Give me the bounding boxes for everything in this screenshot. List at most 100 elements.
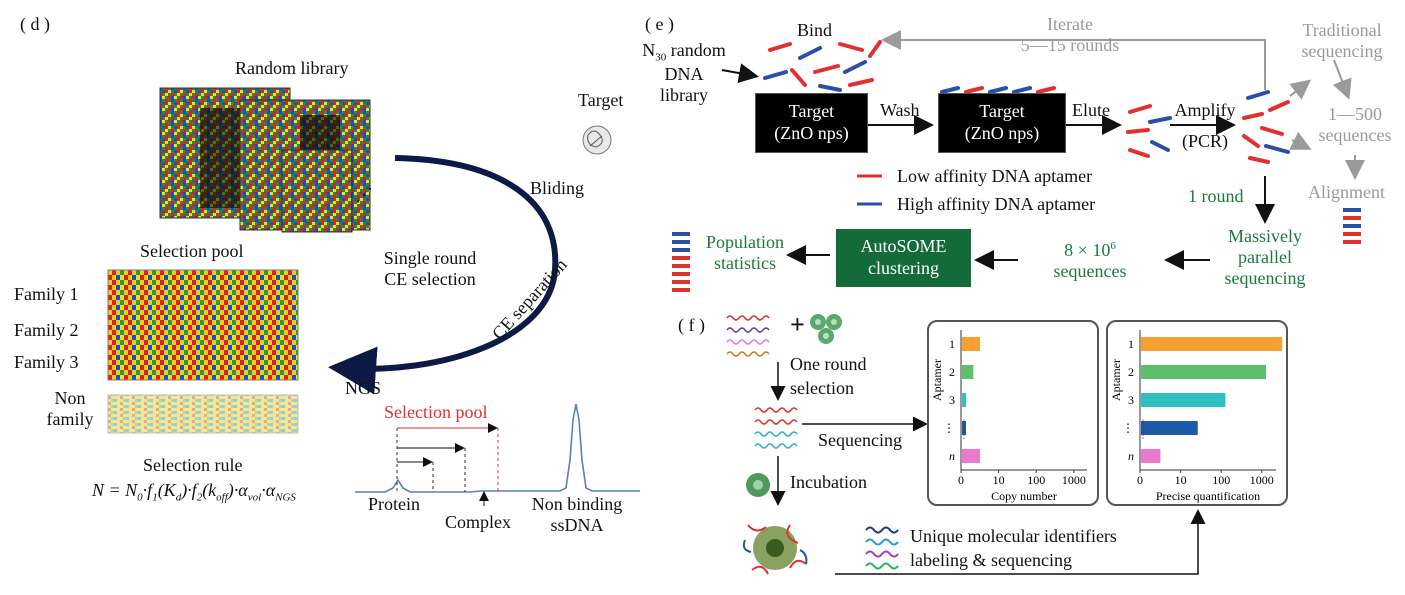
category-label: 2 xyxy=(949,365,955,379)
dna-text: DNA xyxy=(664,63,704,84)
dna-wave-selected xyxy=(754,407,798,449)
amplify-label: Amplify (PCR) xyxy=(1165,100,1245,152)
family-2-label: Family 2 xyxy=(14,320,79,340)
random-library-mosaic xyxy=(159,87,371,233)
autosome-sub: clustering xyxy=(868,258,939,278)
electro-selection-pool-label: Selection pool xyxy=(384,402,488,422)
umi-waves xyxy=(865,526,899,570)
iterate-text: Iterate xyxy=(1047,14,1093,34)
alignment-stack xyxy=(1343,208,1361,244)
population-stack xyxy=(672,232,690,292)
bar xyxy=(1141,449,1161,463)
umi-line-2: labeling & sequencing xyxy=(910,550,1072,570)
eight-million-label: 8 × 106 sequences xyxy=(1030,240,1150,282)
y-axis-label: Aptamer xyxy=(1109,359,1123,401)
target-box-1-title: Target xyxy=(788,101,835,121)
non-binding-label: Non binding ssDNA xyxy=(522,494,632,536)
single-round-text: Single round xyxy=(383,248,477,268)
non-family-label: Non family xyxy=(40,388,100,430)
category-label: 1 xyxy=(1128,337,1134,351)
sequencing2-text: sequencing xyxy=(1224,268,1306,288)
iterate-loop-arrow xyxy=(881,30,1266,90)
selection-pool-heatmap xyxy=(107,269,299,434)
bar xyxy=(1141,393,1226,407)
one-round-text: One round xyxy=(790,354,867,374)
panel-d-label: ( d ) xyxy=(20,14,50,34)
legend-high-affinity: High affinity DNA aptamer xyxy=(897,194,1096,214)
x-tick-label: 1000 xyxy=(1062,473,1086,487)
x-tick-label: 100 xyxy=(1027,473,1045,487)
bind-label: Bind xyxy=(797,20,833,40)
panel-e-label: ( e ) xyxy=(645,14,674,34)
protein-label: Protein xyxy=(368,494,420,514)
autosome-box: AutoSOME clustering xyxy=(836,229,971,287)
bar xyxy=(1141,421,1198,435)
x-tick-label: 0 xyxy=(958,473,964,487)
family-3-label: Family 3 xyxy=(14,352,79,372)
electropherogram xyxy=(355,403,640,506)
x-tick-label: 100 xyxy=(1212,473,1230,487)
pcr-text: (PCR) xyxy=(1181,131,1228,151)
target-box-2-title: Target xyxy=(979,101,1025,121)
aptamer-bound-box2 xyxy=(940,86,1056,94)
traditional-sequencing-label: Traditional sequencing xyxy=(1292,20,1392,62)
dna-wave-library xyxy=(726,315,770,357)
x-axis-label: Precise quantification xyxy=(1156,489,1260,503)
selection-text: selection xyxy=(790,378,854,398)
x-tick-label: 10 xyxy=(1175,473,1187,487)
target-box-2: Target (ZnO nps) xyxy=(938,93,1066,153)
cell-icon xyxy=(746,473,770,497)
category-label: n xyxy=(949,449,955,463)
range-text: 1—500 xyxy=(1328,104,1382,124)
bar xyxy=(1141,365,1267,379)
sequencing-label: Sequencing xyxy=(818,430,902,450)
incubation-label: Incubation xyxy=(790,472,867,492)
bar xyxy=(962,421,966,435)
non-text: Non xyxy=(54,388,86,408)
category-label: ⋮ xyxy=(943,421,955,435)
alignment-label: Alignment xyxy=(1308,182,1385,202)
selection-rule-formula: N = N0·f1(Kd)·f2(koff)·αvol·αNGS xyxy=(92,480,296,504)
category-label: n xyxy=(1128,449,1134,463)
parallel-text: parallel xyxy=(1238,247,1292,267)
complex-label: Complex xyxy=(445,512,511,532)
library-arrow xyxy=(721,63,759,83)
umi-line-1: Unique molecular identifiers xyxy=(910,526,1117,546)
library-text: library xyxy=(660,84,708,105)
single-round-label: Single round CE selection xyxy=(365,248,495,290)
aptamer-cluster-eluted xyxy=(1126,104,1172,158)
ssdna-text: ssDNA xyxy=(550,515,604,535)
bar xyxy=(962,365,974,379)
elute-label: Elute xyxy=(1072,100,1110,120)
category-label: 3 xyxy=(949,393,955,407)
plus-sign: + xyxy=(790,310,805,339)
bar xyxy=(1141,337,1283,351)
massively-text: Massively xyxy=(1228,226,1302,246)
ce-selection-arc xyxy=(328,155,559,395)
selection-rule-label: Selection rule xyxy=(143,455,243,475)
panel-f-label: ( f ) xyxy=(678,315,705,335)
bliding-label: Bliding xyxy=(530,178,585,198)
aptamer-cluster-bind xyxy=(763,40,882,92)
category-label: ⋮ xyxy=(1122,421,1134,435)
category-label: 2 xyxy=(1128,365,1134,379)
category-label: 3 xyxy=(1128,393,1134,407)
massively-parallel-label: Massively parallel sequencing xyxy=(1210,226,1320,289)
iterate-label: Iterate 5—15 rounds xyxy=(990,14,1150,56)
labeled-cell-icon xyxy=(742,524,808,575)
bar xyxy=(962,393,966,407)
target-box-1-sub: (ZnO nps) xyxy=(774,123,849,143)
statistics-text: statistics xyxy=(714,253,776,273)
non-binding-text: Non binding xyxy=(531,494,623,514)
one-round-label: 1 round xyxy=(1188,186,1244,206)
x-tick-label: 0 xyxy=(1137,473,1143,487)
traditional-text: Traditional xyxy=(1302,20,1382,40)
target-box-1: Target (ZnO nps) xyxy=(755,93,868,153)
target-box-2-sub: (ZnO nps) xyxy=(964,123,1040,143)
bar xyxy=(962,337,980,351)
umi-label: Unique molecular identifiers labeling & … xyxy=(910,524,1117,572)
